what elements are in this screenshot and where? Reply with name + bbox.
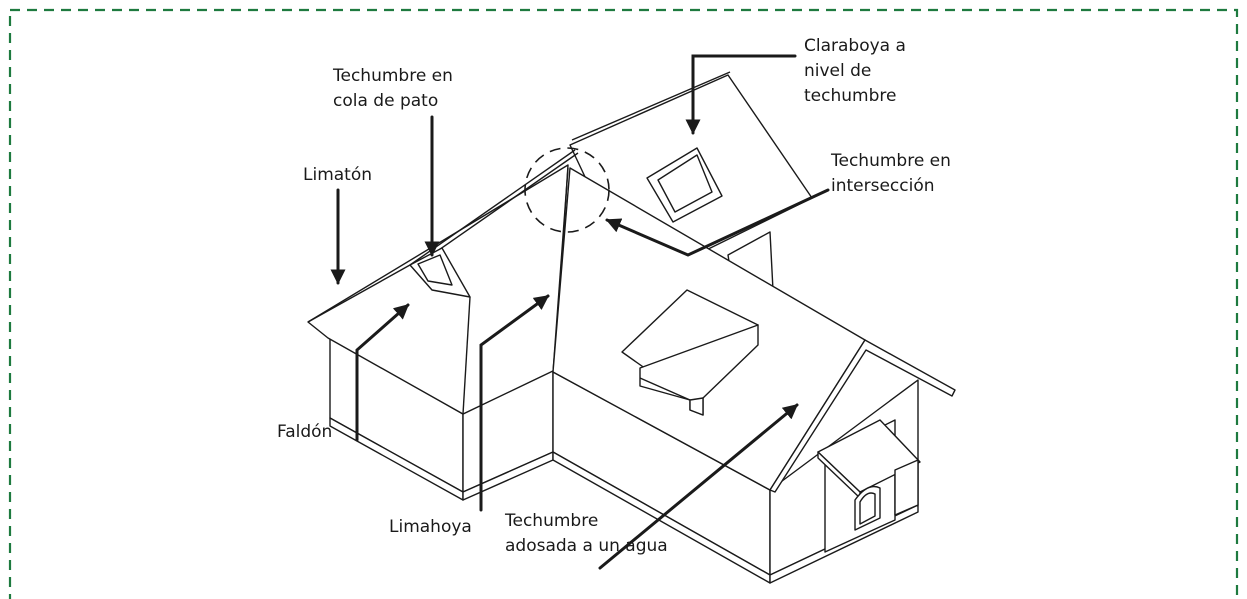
label-limahoya: Limahoya	[389, 517, 472, 537]
intersection-highlight-circle	[524, 147, 610, 233]
limahoya-arrow	[479, 294, 550, 512]
label-limaton: Limatón	[303, 165, 372, 185]
label-claraboya: Claraboya a nivel de techumbre	[804, 36, 911, 106]
skylight	[646, 147, 723, 223]
label-adosada: Techumbre adosada a un agua	[504, 511, 668, 556]
label-interseccion: Techumbre en intersección	[830, 151, 956, 196]
label-faldon: Faldón	[277, 422, 332, 442]
dashed-frame	[8, 8, 1239, 599]
porch-window	[854, 485, 881, 531]
interseccion-arrow	[605, 188, 830, 257]
adosada-arrow	[598, 403, 799, 570]
claraboya-arrow	[685, 54, 797, 135]
label-cola-de-pato: Techumbre en cola de pato	[332, 66, 458, 111]
leader-lines	[330, 54, 830, 570]
house-drawing	[307, 71, 956, 584]
faldon-arrow	[355, 303, 410, 442]
